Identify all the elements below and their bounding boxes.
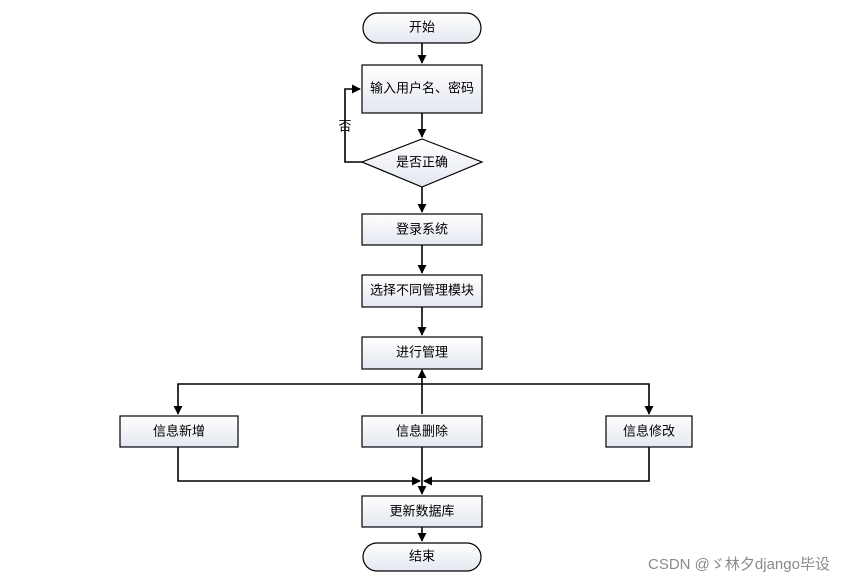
end-label: 结束 — [409, 550, 435, 565]
edge-modify-to-merge — [423, 447, 650, 486]
end-terminator — [362, 542, 482, 572]
modify-box — [605, 415, 693, 448]
login-label: 登录系统 — [396, 223, 448, 238]
edge-add-to-merge — [177, 447, 421, 486]
input-box — [361, 64, 483, 114]
update-box — [361, 495, 483, 528]
delete-label: 信息删除 — [396, 424, 448, 440]
node-login: 登录系统 — [361, 213, 483, 246]
manage-label: 进行管理 — [396, 346, 448, 361]
delete-box — [361, 415, 483, 448]
node-select: 选择不同管理模块 — [361, 274, 483, 308]
node-check: 是否正确 — [360, 138, 484, 188]
node-update: 更新数据库 — [361, 495, 483, 528]
start-terminator — [362, 12, 482, 44]
edge-check-no-loop — [344, 84, 362, 163]
connectors — [173, 43, 654, 542]
node-start: 开始 — [362, 12, 482, 44]
add-box — [119, 415, 239, 448]
node-delete: 信息删除 — [361, 415, 483, 448]
check-label: 是否正确 — [396, 156, 448, 171]
edge-no-label: 否 — [338, 120, 351, 135]
update-label: 更新数据库 — [389, 504, 454, 520]
check-decision — [360, 138, 484, 188]
login-box — [361, 213, 483, 246]
input-label: 输入用户名、密码 — [370, 81, 474, 97]
modify-label: 信息修改 — [623, 424, 675, 440]
edge-manage-to-add — [173, 383, 422, 415]
add-label: 信息新增 — [153, 424, 205, 440]
node-add: 信息新增 — [119, 415, 239, 448]
node-modify: 信息修改 — [605, 415, 693, 448]
select-box — [361, 274, 483, 308]
node-manage: 进行管理 — [361, 336, 483, 370]
node-input: 输入用户名、密码 — [361, 64, 483, 114]
watermark: CSDN @ゞ林夕django毕设 — [648, 556, 830, 573]
manage-box — [361, 336, 483, 370]
node-end: 结束 — [362, 542, 482, 572]
select-label: 选择不同管理模块 — [370, 284, 474, 299]
edge-manage-to-modify — [422, 383, 654, 415]
start-label: 开始 — [409, 21, 435, 36]
